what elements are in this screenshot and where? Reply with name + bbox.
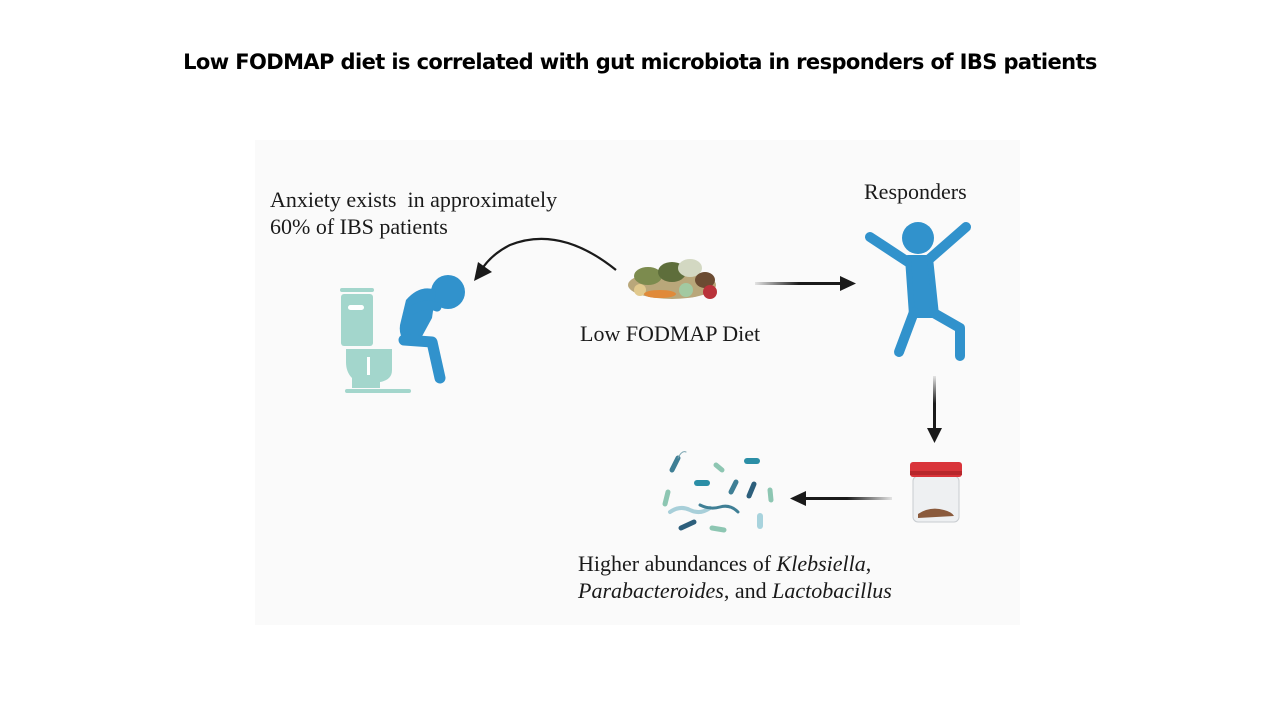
anxious-person-icon	[398, 275, 465, 384]
arrow-to-anxiety	[474, 237, 617, 281]
genus-parabacteroides: Parabacteroides	[578, 578, 724, 603]
responders-label: Responders	[864, 179, 967, 204]
result-prefix: Higher abundances of	[578, 551, 777, 576]
genus-lactobacillus: Lactobacillus	[772, 578, 892, 603]
result-text-line2: Parabacteroides, and Lactobacillus	[578, 577, 892, 604]
gut-bacteria-icon	[662, 451, 774, 533]
stool-sample-cup-icon	[910, 462, 962, 523]
result-sep1: ,	[865, 551, 872, 576]
diagram-panel	[255, 140, 1020, 625]
toilet-icon	[340, 288, 411, 393]
diet-label: Low FODMAP Diet	[580, 321, 761, 346]
anxiety-text-line2: 60% of IBS patients	[270, 214, 448, 239]
arrow-to-sample	[927, 376, 942, 443]
slide-title: Low FODMAP diet is correlated with gut m…	[183, 50, 1097, 74]
arrow-to-responders	[755, 276, 856, 291]
anxiety-text-line1: Anxiety exists in approximately	[270, 187, 558, 212]
food-pile-icon	[628, 259, 717, 299]
arrow-to-microbiota	[790, 491, 892, 506]
genus-klebsiella: Klebsiella	[776, 551, 866, 576]
responder-person-icon	[865, 222, 971, 361]
result-text-line1: Higher abundances of Klebsiella,	[578, 550, 892, 577]
anxiety-text: Anxiety exists in approximately 60% of I…	[270, 186, 557, 240]
result-sep2: , and	[723, 578, 773, 603]
result-text: Higher abundances of Klebsiella, Parabac…	[578, 550, 892, 604]
